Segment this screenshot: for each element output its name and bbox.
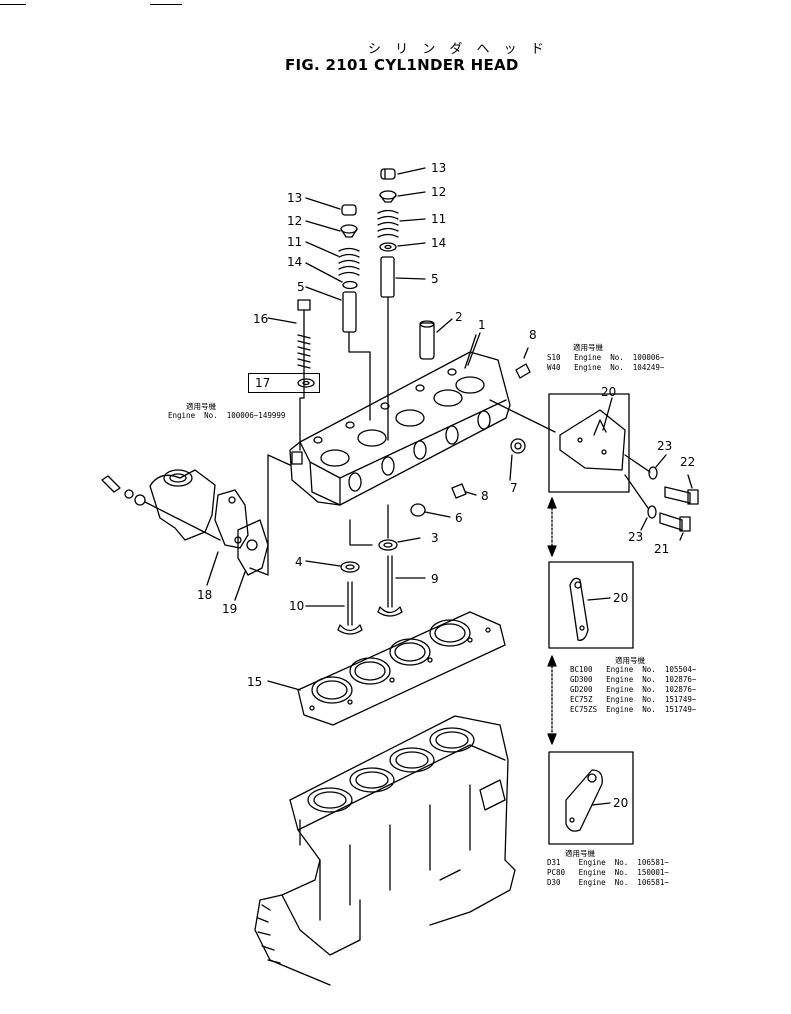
callout-2: 2: [455, 310, 463, 324]
bolt-22: [664, 474, 699, 505]
note-top-header: 適用号機: [573, 343, 603, 352]
callout-17: 17: [255, 376, 271, 390]
callout-15: 15: [247, 675, 263, 689]
note-left-line: Engine No. 100006~149999: [168, 411, 286, 420]
callout-13: 13: [431, 161, 447, 175]
note-top-line: S10 Engine No. 100006~: [547, 353, 665, 362]
callout-5: 5: [431, 272, 439, 286]
valve-10: [305, 581, 363, 635]
bracket-20-middle: [548, 561, 634, 649]
retainer-12-left: [305, 220, 358, 238]
note-mid-header: 適用号機: [615, 656, 645, 665]
note-mid-line: GD300 Engine No. 102876~: [570, 675, 697, 684]
sleeve-2: [419, 318, 453, 360]
figure-title: FIG. 2101 CYL1NDER HEAD: [285, 56, 519, 74]
callout-20: 20: [601, 385, 617, 399]
callout-20: 20: [613, 796, 629, 810]
note-mid-line: BC100 Engine No. 105504~: [570, 665, 697, 674]
callout-5: 5: [297, 280, 305, 294]
thermostat-housing-18: [149, 469, 249, 586]
title-japanese: シ リ ン ダ ヘ ッ ド: [368, 42, 549, 57]
callout-12: 12: [431, 185, 447, 199]
callout-4: 4: [295, 555, 303, 569]
plug-7: [509, 438, 526, 481]
callout-8: 8: [529, 328, 537, 342]
note-bot-line: PC80 Engine No. 150001~: [547, 868, 669, 877]
note-bot-line: D31 Engine No. 106581~: [547, 858, 669, 867]
bolt-21: [659, 512, 691, 541]
callout-box-17: [248, 373, 320, 393]
seal-14-left: [305, 262, 358, 290]
callout-23: 23: [628, 530, 644, 544]
plug-6: [410, 503, 451, 518]
gasket-19: [234, 519, 269, 601]
note-left-header: 適用号機: [186, 402, 216, 411]
callout-22: 22: [680, 455, 696, 469]
bolt-washer-set: [101, 475, 221, 541]
callout-1: 1: [478, 318, 486, 332]
arrow-2: [547, 655, 557, 745]
callout-8: 8: [481, 489, 489, 503]
engine-block: [254, 715, 516, 986]
seal-3: [378, 537, 421, 551]
callout-19: 19: [222, 602, 238, 616]
callout-21: 21: [654, 542, 670, 556]
callout-6: 6: [455, 511, 463, 525]
washer-23-top: [648, 454, 667, 480]
valve-9: [377, 555, 426, 617]
callout-18: 18: [197, 588, 213, 602]
plug-8-top: [515, 347, 531, 379]
head-bolt-16: [267, 299, 311, 373]
callout-9: 9: [431, 572, 439, 586]
seal-4: [305, 560, 360, 573]
callout-3: 3: [431, 531, 439, 545]
cylinder-head-1: [289, 332, 511, 506]
callout-14: 14: [431, 236, 447, 250]
callout-10: 10: [289, 599, 305, 613]
callout-7: 7: [510, 481, 518, 495]
retainer-12-right: [379, 190, 426, 203]
washer-17: [297, 378, 315, 388]
note-top-line: W40 Engine No. 104249~: [547, 363, 665, 372]
seal-14-right: [379, 242, 426, 252]
arrow-1: [547, 497, 557, 557]
note-bot-line: D30 Engine No. 106581~: [547, 878, 669, 887]
callout-13: 13: [287, 191, 303, 205]
spring-11-left: [305, 241, 360, 276]
note-mid-line: EC75ZS Engine No. 151749~: [570, 705, 697, 714]
guide-5-right: [380, 256, 426, 298]
callout-16: 16: [253, 312, 269, 326]
note-mid-line: GD200 Engine No. 102876~: [570, 685, 697, 694]
plug-8-side: [451, 483, 477, 499]
guide-5-left: [305, 286, 357, 333]
head-gasket-15: [267, 611, 506, 726]
spring-11-right: [377, 209, 426, 238]
bracket-20-top: [548, 393, 651, 509]
note-mid-line: EC75Z Engine No. 151749~: [570, 695, 697, 704]
valve-cap-13-left: [305, 197, 357, 216]
valve-cap-13-right: [380, 167, 426, 180]
washer-23-bottom: [640, 505, 657, 531]
callout-14: 14: [287, 255, 303, 269]
callout-11: 11: [431, 212, 447, 226]
bracket-20-bottom: [548, 751, 634, 845]
callout-11: 11: [287, 235, 303, 249]
callout-20: 20: [613, 591, 629, 605]
callout-23: 23: [657, 439, 673, 453]
note-bot-header: 適用号機: [565, 849, 595, 858]
callout-12: 12: [287, 214, 303, 228]
